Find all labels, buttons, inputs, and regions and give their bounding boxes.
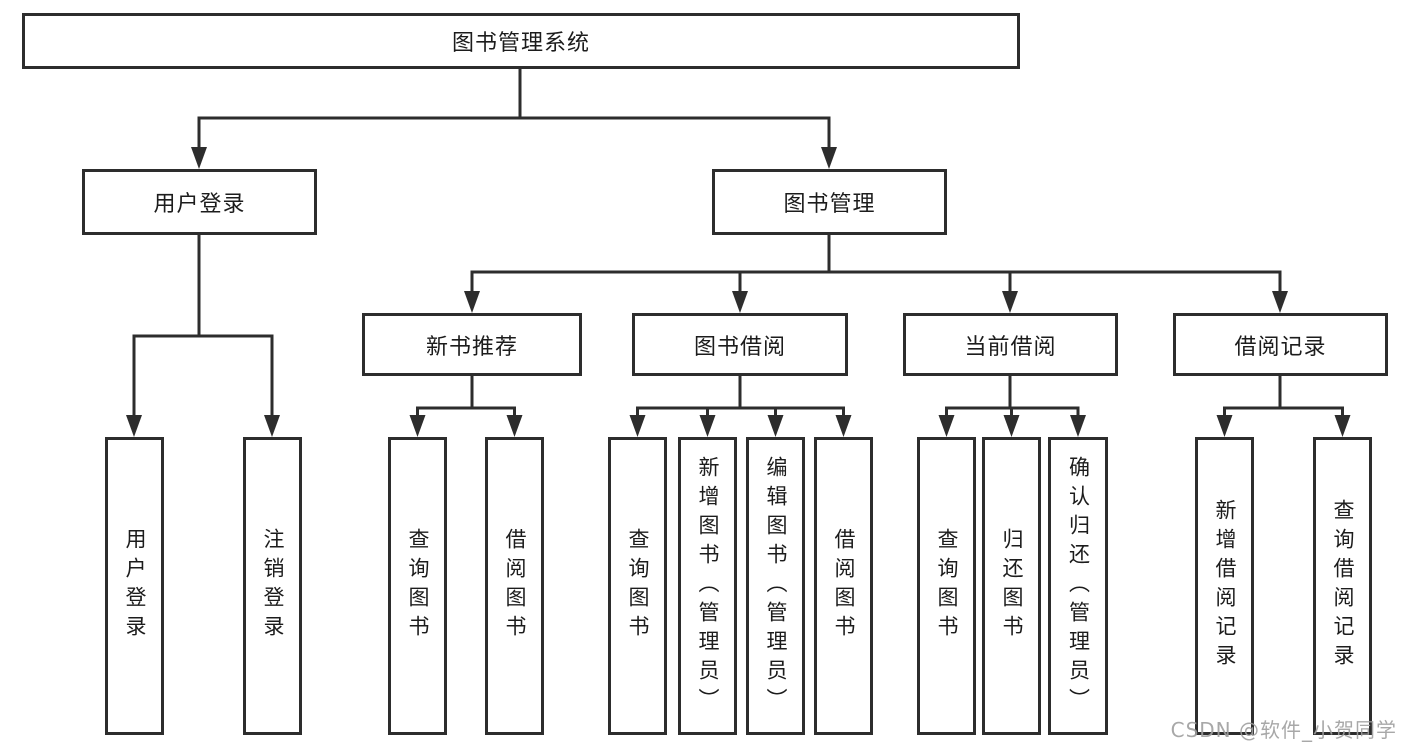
node-borrow-records: 借阅记录 xyxy=(1173,313,1388,376)
node-leaf-user-login: 用户登录 xyxy=(105,437,164,735)
node-book-management: 图书管理 xyxy=(712,169,947,235)
node-leaf-return-books: 归还图书 xyxy=(982,437,1041,735)
node-leaf-edit-books-admin: 编辑图书（管理员） xyxy=(746,437,805,735)
node-leaf-add-books-admin: 新增图书（管理员） xyxy=(678,437,737,735)
node-leaf-query-books-current: 查询图书 xyxy=(917,437,976,735)
node-new-book-recommend: 新书推荐 xyxy=(362,313,582,376)
node-book-borrow: 图书借阅 xyxy=(632,313,848,376)
arrowhead-icons xyxy=(126,147,1351,437)
node-leaf-borrow-books: 借阅图书 xyxy=(814,437,873,735)
node-root-system: 图书管理系统 xyxy=(22,13,1020,69)
node-user-login-branch: 用户登录 xyxy=(82,169,317,235)
node-leaf-query-books-recommend: 查询图书 xyxy=(388,437,447,735)
node-current-borrow: 当前借阅 xyxy=(903,313,1118,376)
node-leaf-borrow-books-recommend: 借阅图书 xyxy=(485,437,544,735)
node-leaf-add-borrow-record: 新增借阅记录 xyxy=(1195,437,1254,735)
node-leaf-logout: 注销登录 xyxy=(243,437,302,735)
node-leaf-query-books-borrow: 查询图书 xyxy=(608,437,667,735)
csdn-watermark: CSDN @软件_小贺同学 xyxy=(1170,718,1397,742)
node-leaf-confirm-return-admin: 确认归还（管理员） xyxy=(1048,437,1108,735)
node-leaf-query-borrow-record: 查询借阅记录 xyxy=(1313,437,1372,735)
